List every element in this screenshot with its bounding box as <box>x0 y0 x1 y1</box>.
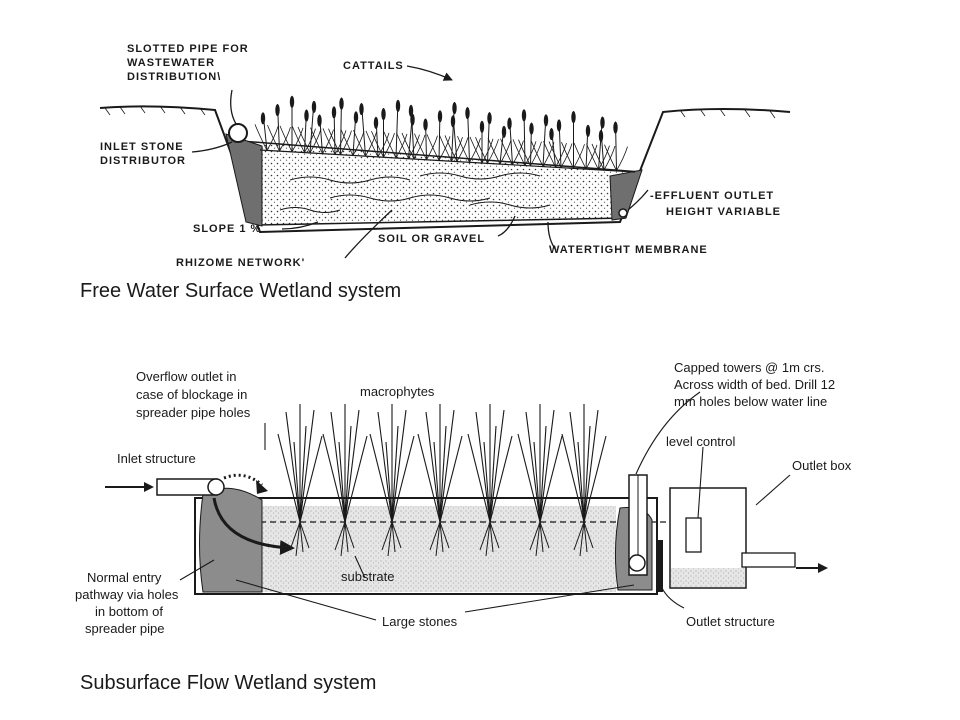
outlet-discharge-pipe <box>741 552 796 568</box>
cattail-plant <box>591 129 616 171</box>
cattail-plant <box>414 118 438 160</box>
label-rhizome-network: RHIZOME NETWORK' <box>176 257 305 269</box>
substrate-fill <box>262 506 616 592</box>
cattail-plant <box>401 104 426 160</box>
cattail-plant <box>487 125 512 165</box>
label-watertight-membrane: WATERTIGHT MEMBRANE <box>549 244 708 256</box>
cattail-plant <box>365 116 390 158</box>
outlet-box-sediment <box>671 568 745 587</box>
cattail-plant <box>543 128 567 168</box>
rhizome-lines <box>279 172 551 213</box>
label-slotted-pipe-2: WASTEWATER <box>127 57 215 69</box>
cattail-plant <box>475 112 499 164</box>
caption-subsurface-flow: Subsurface Flow Wetland system <box>80 672 377 694</box>
cattail-plant <box>310 114 334 154</box>
label-capped-towers-1: Capped towers @ 1m crs. <box>674 360 824 375</box>
macrophytes-group <box>277 404 607 557</box>
label-substrate: substrate <box>341 569 394 584</box>
macrophyte-plant <box>322 404 368 557</box>
label-inlet-stone-2: DISTRIBUTOR <box>100 155 186 167</box>
cattail-plant <box>500 117 524 165</box>
label-cattails: CATTAILS <box>343 60 404 72</box>
cattail-plant <box>444 115 469 162</box>
label-effluent-2: HEIGHT VARIABLE <box>666 206 781 218</box>
label-slotted-pipe-1: SLOTTED PIPE FOR <box>127 43 249 55</box>
label-large-stones: Large stones <box>382 614 458 629</box>
normal-entry-arrow <box>212 497 295 555</box>
cattail-plant <box>279 95 304 153</box>
cattails-group <box>254 95 628 171</box>
macrophyte-plant <box>561 404 607 557</box>
subsurface-diagram: Overflow outlet in case of blockage in s… <box>75 360 852 636</box>
label-normal-entry-2: pathway via holes <box>75 587 179 602</box>
water-surface <box>259 149 636 173</box>
outlet-pipe <box>628 554 646 572</box>
cattail-plant <box>457 107 481 163</box>
effluent-outlet-pipe <box>618 208 628 218</box>
spreader-pipe-end <box>207 478 225 496</box>
ground-line <box>99 105 791 234</box>
cattail-plant <box>548 119 573 168</box>
label-overflow-1: Overflow outlet in <box>136 369 236 384</box>
label-overflow-2: case of blockage in <box>136 387 247 402</box>
cattail-plant <box>353 103 377 157</box>
label-inlet-stone-1: INLET STONE <box>100 141 184 153</box>
cattail-plant <box>371 108 395 158</box>
slotted-pipe <box>228 123 248 143</box>
cattail-plant <box>267 104 291 152</box>
macrophyte-plant <box>467 404 513 557</box>
macrophyte-plant <box>517 404 563 557</box>
label-macrophytes: macrophytes <box>360 384 435 399</box>
label-capped-towers-2: Across width of bed. Drill 12 <box>674 377 835 392</box>
cattail-plant <box>573 124 598 170</box>
cattail-plant <box>469 120 494 164</box>
free-water-diagram: SLOTTED PIPE FOR WASTEWATER DISTRIBUTION… <box>99 43 791 269</box>
cattail-plant <box>328 97 352 155</box>
cattail-plant <box>604 121 628 171</box>
cattail-plant <box>396 113 420 159</box>
label-outlet-structure: Outlet structure <box>686 614 775 629</box>
cattail-plant <box>586 116 610 170</box>
label-slotted-pipe-3: DISTRIBUTION\ <box>127 71 221 83</box>
top-leader-lines <box>191 65 649 259</box>
label-overflow-3: spreader pipe holes <box>136 405 251 420</box>
macrophyte-plant <box>277 404 323 557</box>
cattail-plant <box>383 99 408 159</box>
overflow-arrowhead <box>256 480 268 494</box>
caption-free-water-surface: Free Water Surface Wetland system <box>80 280 402 302</box>
label-normal-entry-1: Normal entry <box>87 570 162 585</box>
cattail-plant <box>512 109 537 166</box>
bottom-leader-lines <box>179 391 791 621</box>
label-effluent-1: -EFFLUENT OUTLET <box>650 190 774 202</box>
label-outlet-box: Outlet box <box>792 458 852 473</box>
inlet-stone-distributor <box>225 133 263 227</box>
cattail-plant <box>322 106 347 155</box>
label-inlet-structure: Inlet structure <box>117 451 196 466</box>
label-normal-entry-4: spreader pipe <box>85 621 165 636</box>
cattail-plant <box>254 112 279 151</box>
cattail-plant <box>518 122 542 166</box>
macrophyte-plant <box>369 404 415 557</box>
label-capped-towers-3: mm holes below water line <box>674 394 827 409</box>
cattail-plant <box>561 111 585 169</box>
outlet-wall <box>656 540 663 592</box>
label-soil-gravel: SOIL OR GRAVEL <box>378 233 485 245</box>
macrophyte-plant <box>417 404 463 557</box>
level-control-pipe <box>685 517 702 553</box>
label-slope: SLOPE 1 % <box>193 223 261 235</box>
label-level-control: level control <box>666 434 735 449</box>
ground-hatching <box>104 105 776 119</box>
overflow-dotted-arrow <box>223 473 263 487</box>
label-normal-entry-3: in bottom of <box>95 604 163 619</box>
